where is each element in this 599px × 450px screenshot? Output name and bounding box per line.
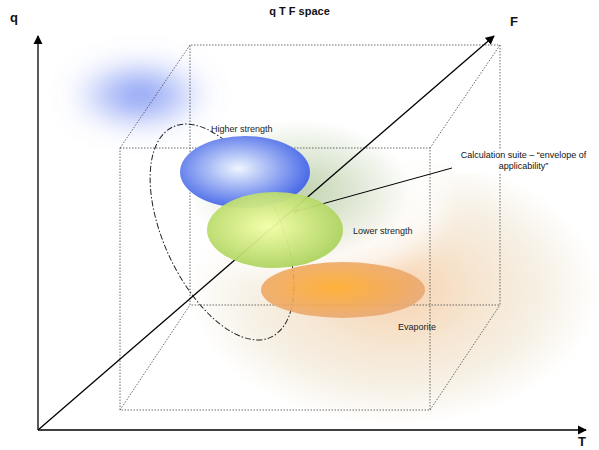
region-label: Lower strength bbox=[353, 226, 413, 236]
white-halo bbox=[150, 110, 450, 280]
blue-halo bbox=[70, 60, 210, 130]
axis-label: T bbox=[578, 434, 586, 450]
cube-wireframe bbox=[120, 45, 500, 410]
axis-label: F bbox=[510, 14, 518, 30]
axes bbox=[38, 36, 586, 430]
region-label: Evaporite bbox=[398, 322, 436, 332]
region-label: Higher strength bbox=[211, 124, 273, 134]
ellipse bbox=[207, 192, 343, 268]
title: q T F space bbox=[0, 5, 599, 17]
evaporite-ellipse: Evaporite bbox=[258, 258, 453, 343]
lower-strength-ellipse: Lower strength bbox=[205, 190, 420, 275]
axis-label: q bbox=[10, 10, 18, 26]
callout-text: Calculation suite – “envelope of applica… bbox=[456, 150, 591, 173]
ellipse bbox=[261, 262, 425, 318]
